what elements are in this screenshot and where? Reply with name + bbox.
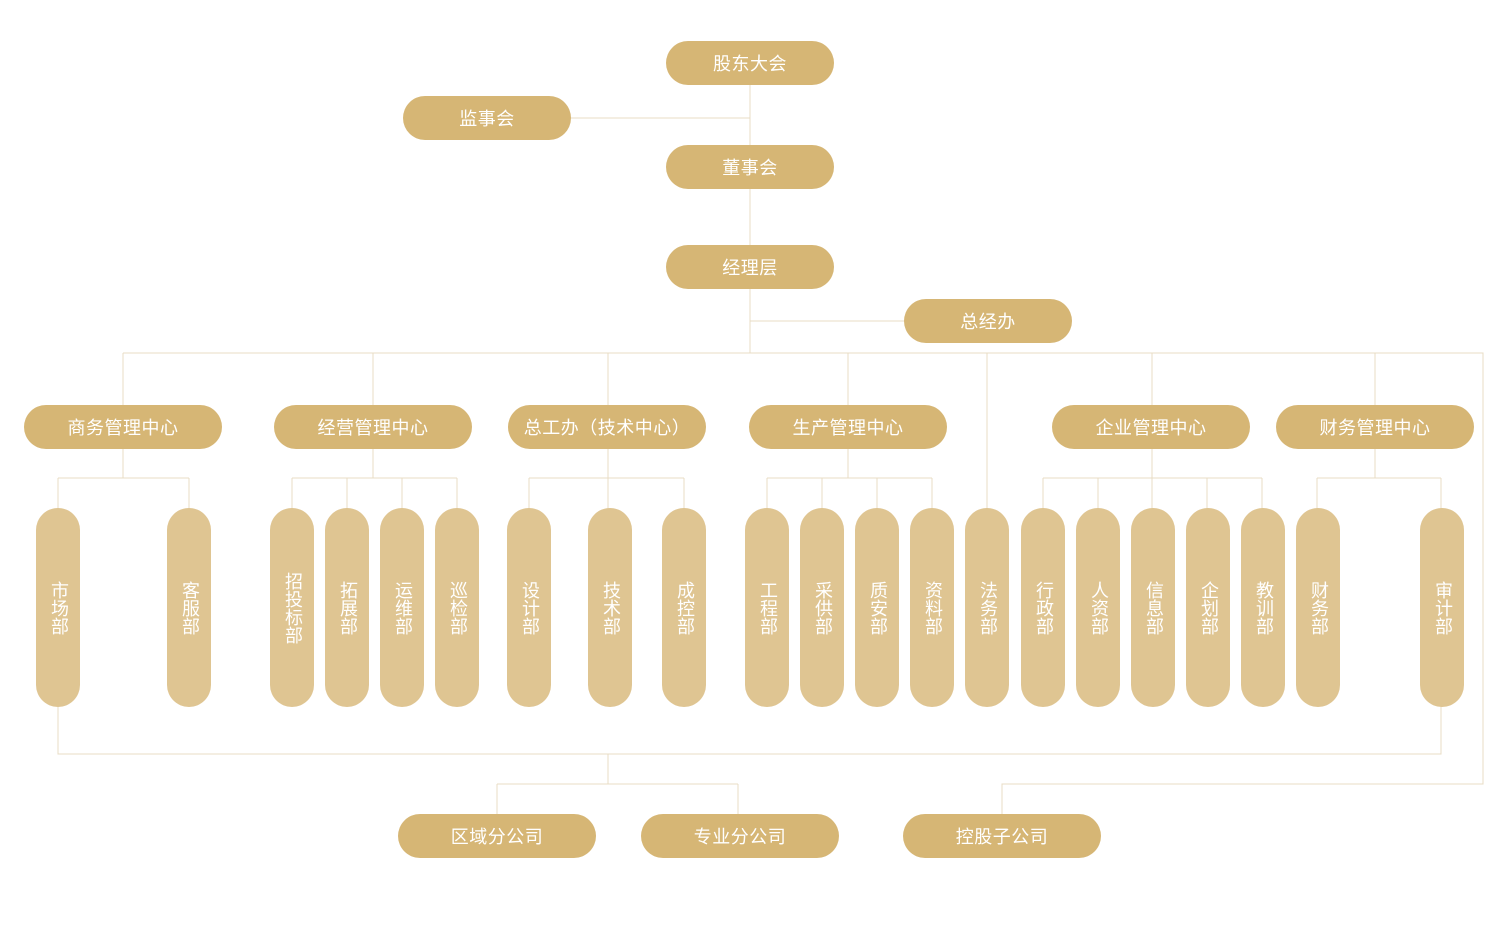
gm-office-node: 总经办 (904, 299, 1072, 343)
centers-bus (123, 352, 1484, 815)
specialized-branch-node: 专业分公司 (641, 814, 839, 858)
enterprise-center-node: 企业管理中心 (1052, 405, 1250, 449)
operations-branch (291, 448, 458, 509)
operation-maintenance-dept-node: 运维部 (380, 508, 424, 707)
finance-branch (1316, 448, 1442, 509)
business-branch (57, 448, 190, 509)
departments-bottom-bus (57, 706, 1442, 755)
supervisory-board-node: 监事会 (403, 96, 571, 140)
regional-branch-node: 区域分公司 (398, 814, 596, 858)
procurement-dept-node: 采供部 (800, 508, 844, 707)
production-center-node: 生产管理中心 (749, 405, 947, 449)
business-center-node: 商务管理中心 (24, 405, 222, 449)
design-dept-node: 设计部 (507, 508, 551, 707)
training-dept-node: 教训部 (1241, 508, 1285, 707)
board-of-directors-node: 董事会 (666, 145, 834, 189)
audit-dept-node: 审计部 (1420, 508, 1464, 707)
information-dept-node: 信息部 (1131, 508, 1175, 707)
finance-dept-node: 财务部 (1296, 508, 1340, 707)
planning-dept-node: 企划部 (1186, 508, 1230, 707)
bidding-dept-node: 招投标部 (270, 508, 314, 707)
finance-center-node: 财务管理中心 (1276, 405, 1474, 449)
market-dept-node: 市场部 (36, 508, 80, 707)
enterprise-branch (1042, 448, 1263, 509)
technology-dept-node: 技术部 (588, 508, 632, 707)
engineering-dept-node: 工程部 (745, 508, 789, 707)
branch-company-links (496, 754, 739, 815)
production-branch (766, 448, 933, 509)
hr-dept-node: 人资部 (1076, 508, 1120, 707)
center-drops (122, 353, 1376, 509)
quality-safety-dept-node: 质安部 (855, 508, 899, 707)
cost-control-dept-node: 成控部 (662, 508, 706, 707)
management-node: 经理层 (666, 245, 834, 289)
engineering-branch (528, 448, 685, 509)
customer-service-dept-node: 客服部 (167, 508, 211, 707)
inspection-dept-node: 巡检部 (435, 508, 479, 707)
documents-dept-node: 资料部 (910, 508, 954, 707)
shareholders-meeting-node: 股东大会 (666, 41, 834, 85)
legal-dept-node: 法务部 (965, 508, 1009, 707)
chief-engineer-office-node: 总工办（技术中心） (508, 405, 706, 449)
administration-dept-node: 行政部 (1021, 508, 1065, 707)
operations-center-node: 经营管理中心 (274, 405, 472, 449)
expansion-dept-node: 拓展部 (325, 508, 369, 707)
holding-subsidiary-node: 控股子公司 (903, 814, 1101, 858)
